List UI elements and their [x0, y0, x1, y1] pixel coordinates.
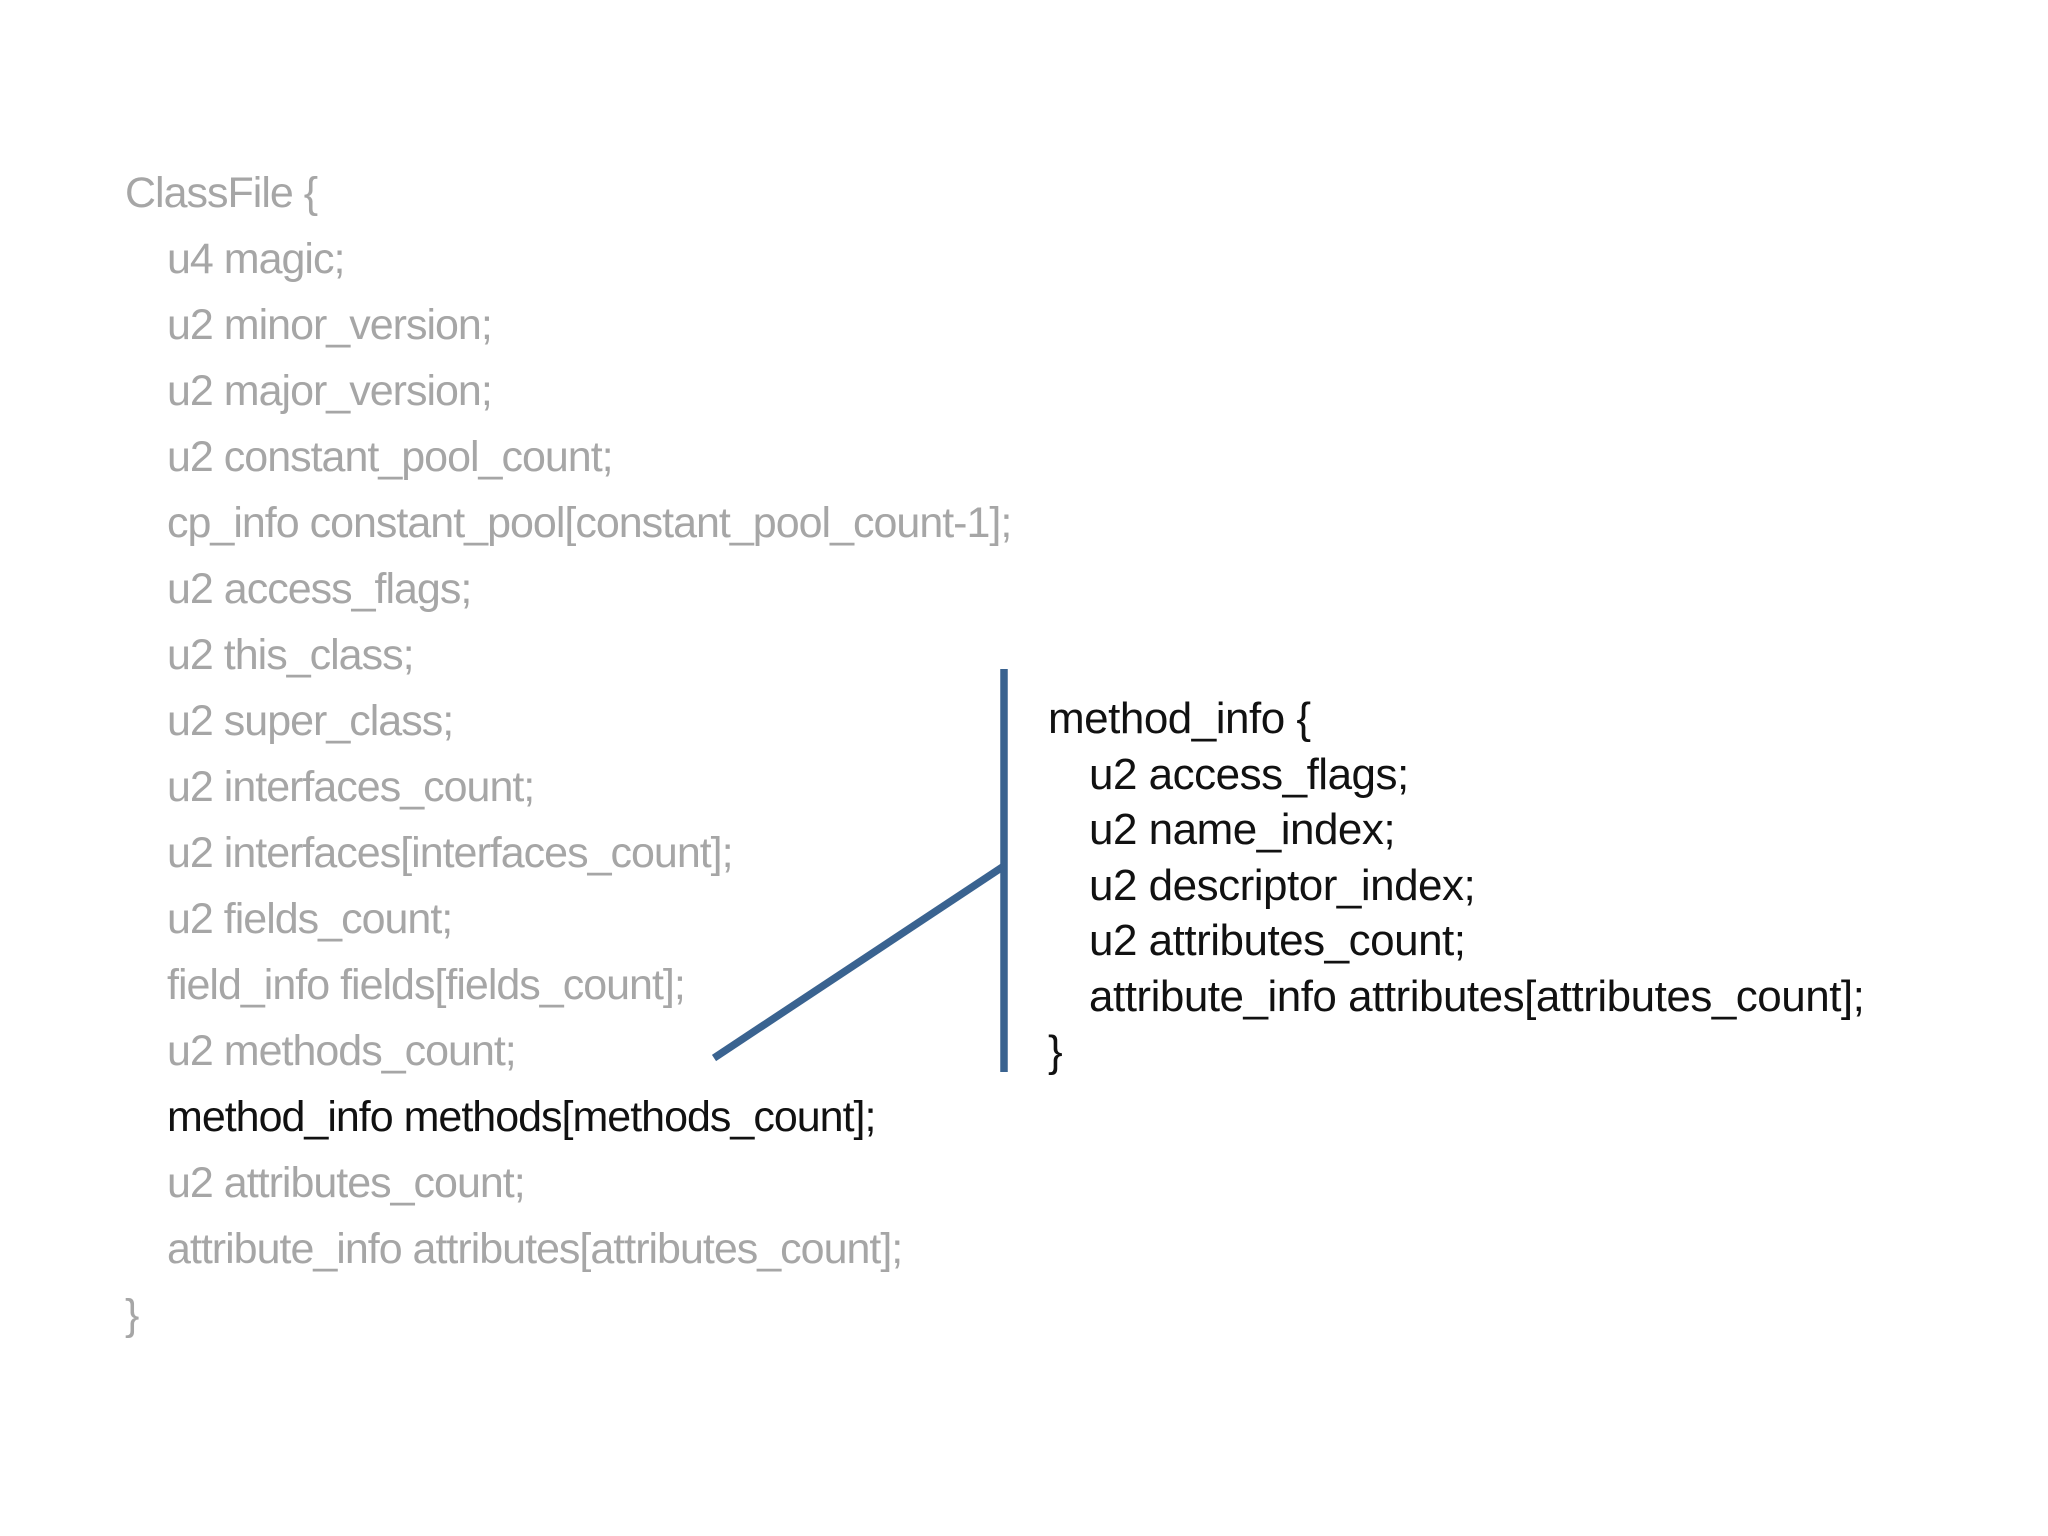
code-line: u2 minor_version; — [167, 301, 493, 349]
code-line: method_info methods[methods_count]; — [167, 1093, 876, 1141]
code-line: field_info fields[fields_count]; — [167, 961, 686, 1009]
code-line: u2 access_flags; — [167, 565, 472, 613]
code-line: u2 major_version; — [167, 367, 493, 415]
code-line: } — [1048, 1027, 1063, 1076]
code-line: u4 magic; — [167, 235, 345, 283]
code-line: } — [125, 1291, 139, 1339]
code-line: method_info { — [1048, 694, 1311, 743]
code-line: u2 methods_count; — [167, 1027, 517, 1075]
classfile-struct-listing: ClassFile { u4 magic; u2 minor_version; u2 … — [125, 160, 1012, 1348]
code-line: u2 interfaces[interfaces_count]; — [167, 829, 734, 877]
code-line: ClassFile { — [125, 169, 318, 217]
code-line: u2 name_index; — [1089, 805, 1396, 854]
code-line: u2 attributes_count; — [1089, 916, 1466, 965]
code-line: u2 attributes_count; — [167, 1159, 526, 1207]
code-line: cp_info constant_pool[constant_pool_coun… — [167, 499, 1012, 547]
code-line: attribute_info attributes[attributes_cou… — [167, 1225, 903, 1273]
method-info-struct-listing: method_info { u2 access_flags; u2 name_ind… — [1048, 691, 1865, 1080]
code-line: u2 access_flags; — [1089, 749, 1409, 799]
code-line: u2 this_class; — [167, 631, 415, 679]
code-line: u2 descriptor_index; — [1089, 860, 1476, 910]
code-line: u2 interfaces_count; — [167, 763, 535, 811]
code-line: u2 fields_count; — [167, 895, 453, 943]
code-line: attribute_info attributes[attributes_cou… — [1089, 971, 1865, 1021]
code-line: u2 constant_pool_count; — [167, 433, 614, 481]
code-line: u2 super_class; — [167, 697, 454, 745]
